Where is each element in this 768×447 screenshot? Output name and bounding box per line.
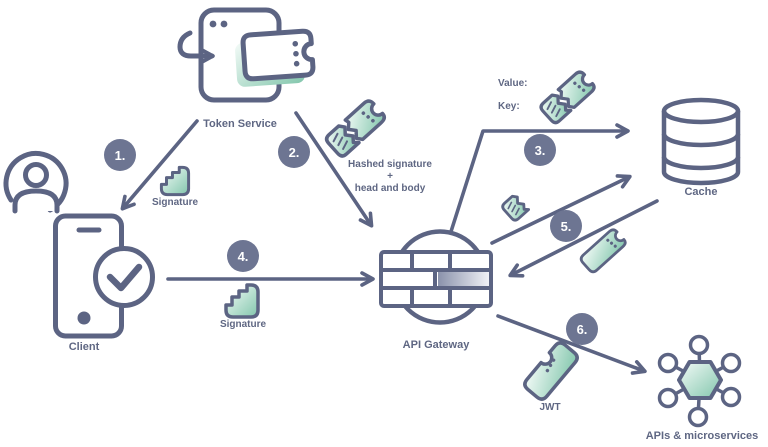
hashed-signature-label: Hashed signature + head and body [348, 159, 432, 195]
api-gateway-label: API Gateway [402, 339, 470, 351]
step-badge-6: 6. [566, 313, 598, 345]
hashed-signature-plus: + [387, 171, 393, 182]
step-badge-1: 1. [104, 139, 136, 171]
cache-label: Cache [684, 186, 718, 198]
value-label: Value: [498, 78, 528, 89]
ticket-icon-step5 [579, 228, 627, 274]
step-badge-5: 5. [550, 210, 582, 242]
arrow-step-5-from-cache [508, 199, 659, 278]
refresh-arrow-icon [177, 30, 215, 64]
step-badge-3: 3. [524, 134, 556, 166]
client-label: Client [68, 341, 100, 353]
user-icon [3, 150, 69, 214]
signature-icon-step1 [159, 165, 191, 197]
ticket-piece-icon-step5 [501, 194, 531, 222]
step-badge-4: 4. [227, 240, 259, 272]
hashed-signature-line2: head and body [354, 183, 426, 194]
check-circle-icon [93, 246, 155, 308]
signature-label-step1: Signature [151, 197, 199, 208]
hashed-signature-line1: Hashed signature [348, 159, 432, 170]
torn-ticket-icon-step3 [539, 70, 596, 125]
arrow-step-2 [294, 111, 374, 228]
firewall-icon [379, 229, 493, 325]
arrow-step-1 [120, 119, 199, 211]
key-label: Key: [498, 101, 520, 112]
arrow-step-6 [496, 314, 647, 375]
torn-ticket-icon-step2 [324, 99, 386, 158]
smartphone-icon [53, 213, 124, 339]
step-badge-2: 2. [278, 136, 310, 168]
token-ticket-icon [235, 28, 316, 87]
signature-label-step4: Signature [219, 319, 267, 330]
database-icon [661, 97, 741, 186]
microservices-icon [657, 334, 742, 428]
apis-microservices-label: APIs & microservices [645, 430, 759, 442]
token-service-label: Token Service [203, 118, 277, 130]
jwt-ticket-icon [523, 341, 579, 401]
arrow-step-3 [446, 123, 630, 243]
jwt-label: JWT [539, 402, 561, 413]
signature-icon-step4 [224, 283, 260, 319]
